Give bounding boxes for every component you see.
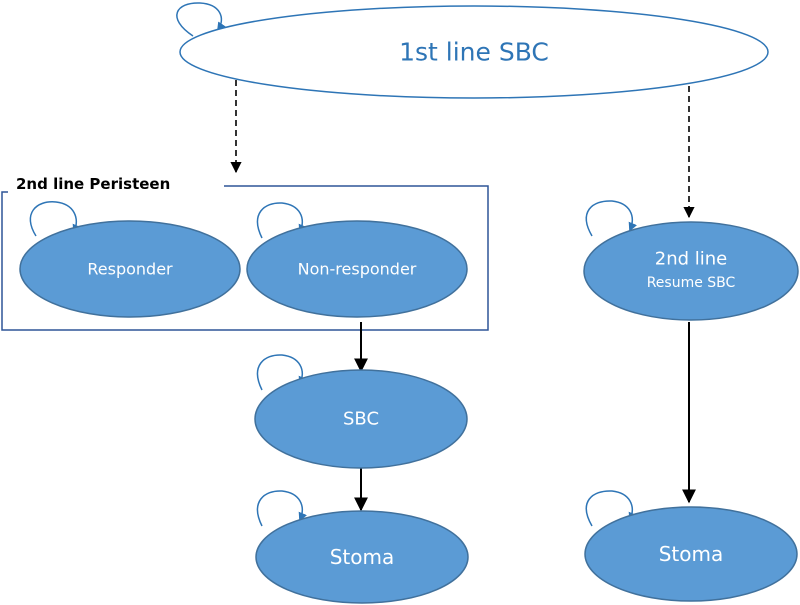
node-shape [583,221,799,321]
node-responder: Responder [19,201,241,318]
node-stoma-left: Stoma [255,490,469,604]
node-label: SBC [343,409,379,430]
group-title: 2nd line Peristeen [16,175,170,193]
node-label: Non-responder [298,260,417,279]
self-loop-icon [256,490,307,527]
node-2nd-line-resume-sbc: 2nd line Resume SBC [583,200,799,321]
node-shape [246,220,468,318]
node-label-line1: 2nd line [655,249,728,270]
node-shape [584,506,798,602]
node-sbc: SBC [254,354,468,469]
node-label: Responder [87,260,173,279]
node-label: Stoma [330,545,395,569]
node-non-responder: Non-responder [246,202,468,318]
node-shape [19,220,241,318]
self-loop-icon [256,202,307,239]
node-shape [254,369,468,469]
self-loop-icon [29,201,81,237]
self-loop-icon [176,2,226,37]
node-label: 1st line SBC [399,38,549,67]
node-label: Stoma [659,542,724,566]
node-1st-line-sbc: 1st line SBC [176,2,769,99]
node-label-line2: Resume SBC [647,275,736,291]
group-2nd-line-peristeen: 2nd line Peristeen [1,175,489,331]
node-stoma-right: Stoma [584,490,798,602]
self-loop-icon [585,490,637,527]
node-shape [179,5,769,99]
self-loop-icon [256,354,307,391]
self-loop-icon [585,200,637,237]
node-shape [255,510,469,604]
edges [230,80,696,512]
group-box-outline [1,185,489,331]
